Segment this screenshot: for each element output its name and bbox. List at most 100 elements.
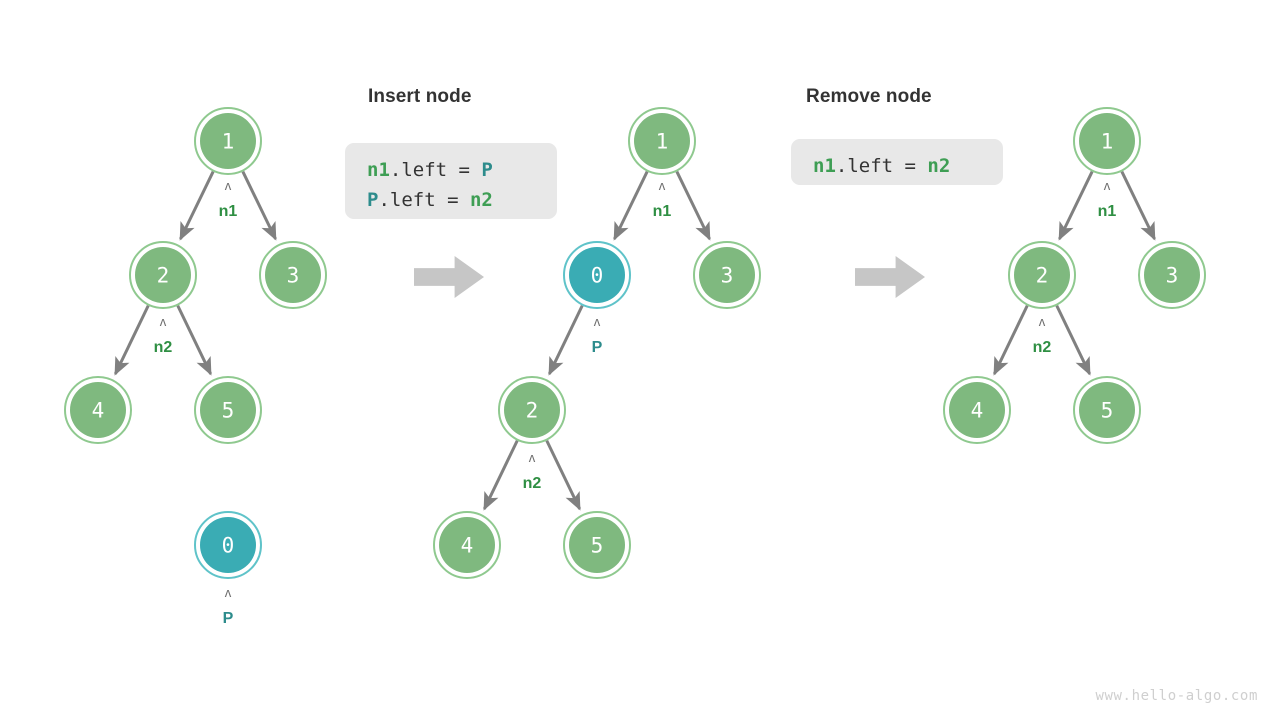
pointer-caret-icon: ʌ [1039, 314, 1046, 329]
flow-arrow-1 [414, 256, 484, 298]
tree-node[interactable]: 5 [563, 511, 631, 579]
tree-edge [1058, 170, 1094, 241]
node-value: 4 [461, 534, 474, 558]
panel-title: Insert node [368, 86, 472, 107]
nodes-layer: 1 2 3 4 5 0 1 0 3 2 4 5 1 2 3 4 5 [64, 107, 1206, 579]
node-value: 5 [222, 399, 235, 423]
node-value: 4 [92, 399, 105, 423]
flow-arrows-layer [414, 256, 925, 298]
tree-edge [613, 170, 649, 241]
node-outer-ring [943, 376, 1011, 444]
code-token: n2 [927, 155, 951, 177]
tree-node[interactable]: 5 [194, 376, 262, 444]
node-value: 3 [287, 264, 300, 288]
node-outer-ring [1073, 107, 1141, 175]
node-outer-ring [64, 376, 132, 444]
node-circle [569, 517, 625, 573]
code-token: P [367, 189, 379, 211]
pointer-label: n1 [219, 203, 238, 220]
node-value: 0 [591, 264, 604, 288]
code-line: P.left = n2 [367, 185, 535, 215]
pointer-label: P [223, 610, 234, 627]
code-token: n1 [813, 155, 836, 177]
node-value: 1 [222, 130, 235, 154]
pointer-label: n1 [653, 203, 672, 220]
pointer-caret-icon: ʌ [594, 314, 601, 329]
tree-node[interactable]: 1 [628, 107, 696, 175]
node-outer-ring [563, 241, 631, 309]
tree-node[interactable]: 2 [1008, 241, 1076, 309]
node-value: 5 [1101, 399, 1114, 423]
tree-node[interactable]: 5 [1073, 376, 1141, 444]
node-circle [200, 517, 256, 573]
tree-node[interactable]: 3 [693, 241, 761, 309]
tree-node[interactable]: 2 [129, 241, 197, 309]
tree-node[interactable]: 1 [194, 107, 262, 175]
tree-node[interactable]: 0 [194, 511, 262, 579]
node-outer-ring [498, 376, 566, 444]
node-circle [200, 113, 256, 169]
node-outer-ring [628, 107, 696, 175]
watermark: www.hello-algo.com [1095, 688, 1258, 704]
node-value: 2 [526, 399, 539, 423]
node-value: 2 [1036, 264, 1049, 288]
tree-edge [993, 304, 1029, 376]
node-outer-ring [1073, 376, 1141, 444]
tree-node[interactable]: 3 [1138, 241, 1206, 309]
tree-node[interactable]: 4 [943, 376, 1011, 444]
tree-node[interactable]: 0 [563, 241, 631, 309]
tree-edge [176, 304, 212, 376]
node-circle [200, 382, 256, 438]
flow-arrow-2 [855, 256, 925, 298]
node-circle [949, 382, 1005, 438]
node-value: 2 [157, 264, 170, 288]
panel-title: Remove node [806, 86, 932, 107]
tree-edge [114, 304, 150, 376]
node-value: 3 [1166, 264, 1179, 288]
tree-node[interactable]: 4 [433, 511, 501, 579]
pointer-label: n1 [1098, 203, 1117, 220]
tree-edge [179, 170, 215, 241]
tree-edge [545, 439, 581, 511]
node-circle [265, 247, 321, 303]
pointer-caret-icon: ʌ [225, 178, 232, 193]
node-circle [70, 382, 126, 438]
node-outer-ring [1138, 241, 1206, 309]
pointer-caret-icon: ʌ [160, 314, 167, 329]
node-outer-ring [194, 107, 262, 175]
node-outer-ring [129, 241, 197, 309]
node-circle [569, 247, 625, 303]
node-value: 3 [721, 264, 734, 288]
pointer-label: n2 [1033, 339, 1052, 356]
tree-node[interactable]: 1 [1073, 107, 1141, 175]
node-circle [699, 247, 755, 303]
code-line: n1.left = P [367, 155, 535, 185]
pointer-label: n2 [154, 339, 173, 356]
tree-edge [1120, 170, 1156, 241]
node-outer-ring [194, 376, 262, 444]
code-token: .left = [835, 155, 928, 177]
tree-node[interactable]: 2 [498, 376, 566, 444]
tree-node[interactable]: 3 [259, 241, 327, 309]
node-value: 0 [222, 534, 235, 558]
node-circle [135, 247, 191, 303]
pointer-caret-icon: ʌ [659, 178, 666, 193]
code-token: .left = [378, 189, 470, 211]
tree-node[interactable]: 4 [64, 376, 132, 444]
tree-edge [1055, 304, 1091, 376]
pointer-caret-icon: ʌ [225, 585, 232, 600]
code-snippet: n1.left = n2 [791, 139, 1003, 185]
tree-edge [548, 304, 584, 376]
node-value: 4 [971, 399, 984, 423]
node-value: 1 [656, 130, 669, 154]
pointer-label: P [592, 339, 603, 356]
node-circle [1014, 247, 1070, 303]
code-token: n1 [367, 159, 390, 181]
node-outer-ring [1008, 241, 1076, 309]
node-outer-ring [194, 511, 262, 579]
node-outer-ring [433, 511, 501, 579]
tree-edge [241, 170, 277, 241]
node-circle [634, 113, 690, 169]
